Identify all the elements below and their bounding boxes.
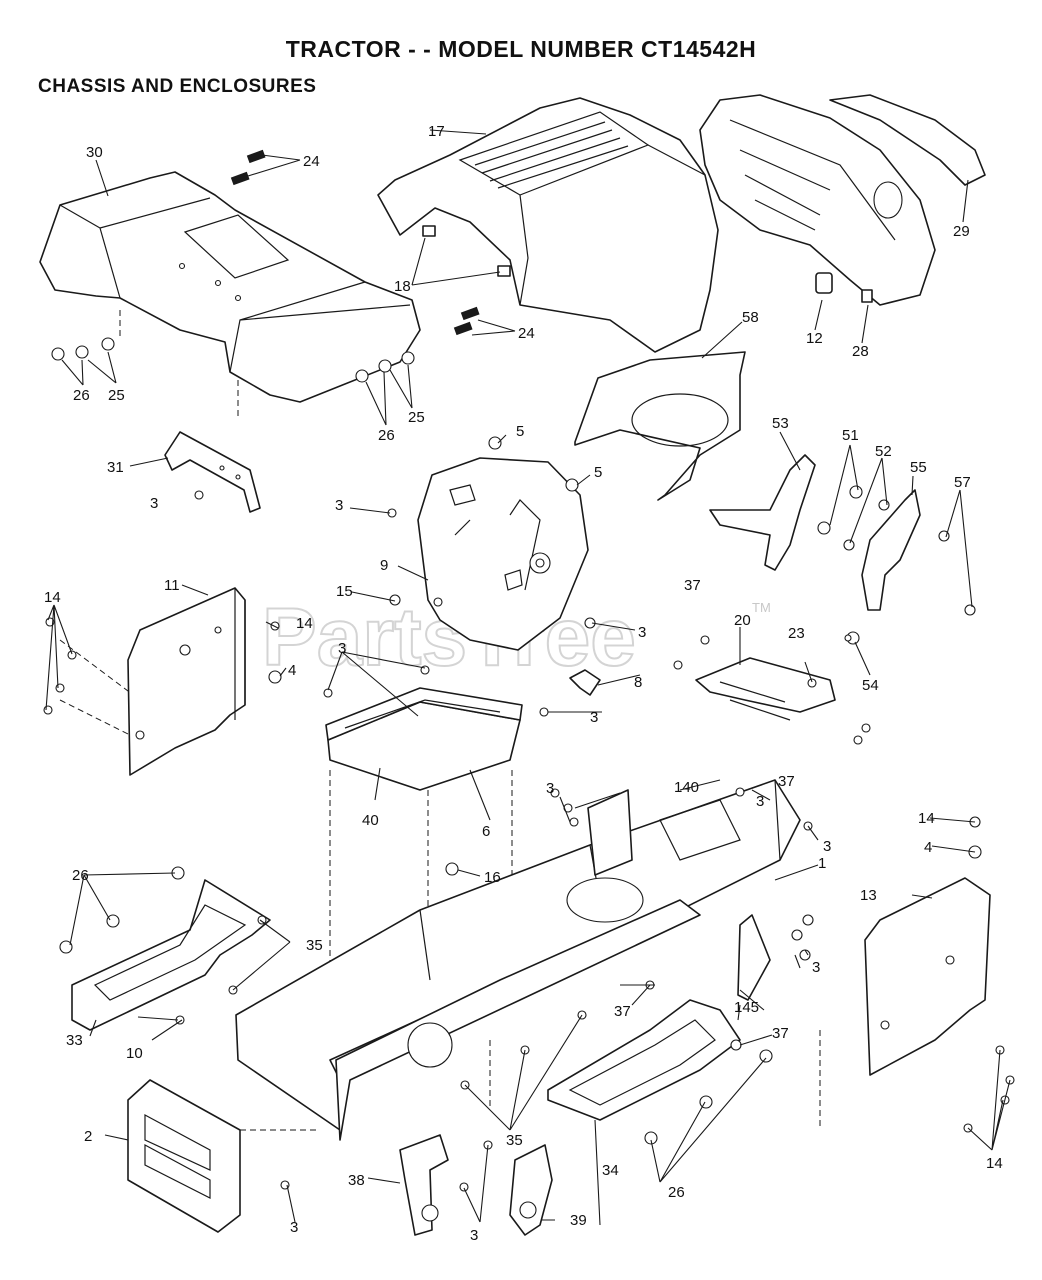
frame-part-1 [235,779,801,1141]
hardware-fasteners [43,149,1015,1192]
hitch-part-145 [737,914,771,1001]
support-part-20 [695,657,836,721]
callout-37-bottom: 37 [614,1003,631,1020]
callout-3-j: 3 [470,1227,478,1244]
callout-14-bottom: 14 [986,1155,1003,1172]
bracket-part-38 [399,1134,449,1236]
bracket-part-140 [587,789,633,876]
callout-30: 30 [86,144,103,161]
callout-10: 10 [126,1045,143,1062]
callout-8: 8 [634,674,642,691]
shield-part-58 [574,351,746,501]
callout-145: 145 [734,999,759,1016]
callout-26-mid: 26 [378,427,395,444]
callout-35-left: 35 [306,937,323,954]
callout-25-left: 25 [108,387,125,404]
callout-14-left: 14 [44,589,61,606]
callout-1: 1 [818,855,826,872]
leader-lines [45,129,1011,1226]
callout-54: 54 [862,677,879,694]
grille-part-28-29 [699,94,986,306]
callout-29: 29 [953,223,970,240]
callout-3-i: 3 [812,959,820,976]
callout-28: 28 [852,343,869,360]
bracket-part-31 [164,431,261,513]
side-panel-part-13 [864,877,991,1076]
callout-3-a: 3 [150,495,158,512]
callout-9: 9 [380,557,388,574]
callout-6: 6 [482,823,490,840]
callout-3-c: 3 [638,624,646,641]
clip-part-12 [815,272,833,294]
callout-37-right: 37 [778,773,795,790]
fender-part-30 [39,171,421,403]
callout-57: 57 [954,474,971,491]
bracket-part-53 [709,454,816,571]
clamp-part-8 [569,669,601,696]
diagram-title: TRACTOR - - MODEL NUMBER CT14542H [285,36,757,62]
callout-24-top: 24 [303,153,320,170]
callout-31: 31 [107,459,124,476]
plate-part-6-40 [325,687,523,791]
callout-labels: 30 24 17 18 29 12 28 24 58 26 25 26 25 5… [44,123,1003,1244]
callout-4-left: 4 [288,662,296,679]
callout-18: 18 [394,278,411,295]
callout-23: 23 [788,625,805,642]
callout-37-top: 37 [684,577,701,594]
callout-52: 52 [875,443,892,460]
callout-3-e: 3 [590,709,598,726]
diagram-subtitle: CHASSIS AND ENCLOSURES [38,76,317,97]
front-plate-part-2 [127,1079,241,1233]
callout-39: 39 [570,1212,587,1229]
callout-24-mid: 24 [518,325,535,342]
callout-26-left: 26 [73,387,90,404]
watermark-tm: TM [752,600,771,615]
hood-part-17 [377,97,719,353]
callout-26-footrest: 26 [72,867,89,884]
callout-55: 55 [910,459,927,476]
bracket-part-55 [861,489,921,611]
callout-38: 38 [348,1172,365,1189]
callout-26-bottom: 26 [668,1184,685,1201]
callout-3-f: 3 [546,780,554,797]
callout-25-mid: 25 [408,409,425,426]
callout-5-mid: 5 [594,464,602,481]
callout-34: 34 [602,1162,619,1179]
callout-140: 140 [674,779,699,796]
callout-40: 40 [362,812,379,829]
callout-35-bottom: 35 [506,1132,523,1149]
callout-5-top: 5 [516,423,524,440]
callout-58: 58 [742,309,759,326]
callout-17: 17 [428,123,445,140]
callout-13: 13 [860,887,877,904]
callout-3-b: 3 [335,497,343,514]
side-panel-part-11 [127,587,246,776]
callout-3-d: 3 [338,640,346,657]
callout-33: 33 [66,1032,83,1049]
callout-14-panel: 14 [296,615,313,632]
callout-37-hitch: 37 [772,1025,789,1042]
callout-14-right: 14 [918,810,935,827]
footrest-part-33 [71,879,271,1031]
dash-panel-part-9 [417,457,589,651]
callout-3-h: 3 [823,838,831,855]
callout-16: 16 [484,869,501,886]
callout-3-k: 3 [290,1219,298,1236]
callout-15: 15 [336,583,353,600]
callout-53: 53 [772,415,789,432]
callout-51: 51 [842,427,859,444]
callout-12: 12 [806,330,823,347]
footrest-part-34 [547,999,741,1121]
bracket-part-39 [509,1144,553,1236]
callout-4-right: 4 [924,839,932,856]
callout-3-g: 3 [756,793,764,810]
callout-20: 20 [734,612,751,629]
callout-2: 2 [84,1128,92,1145]
callout-11: 11 [164,577,180,594]
